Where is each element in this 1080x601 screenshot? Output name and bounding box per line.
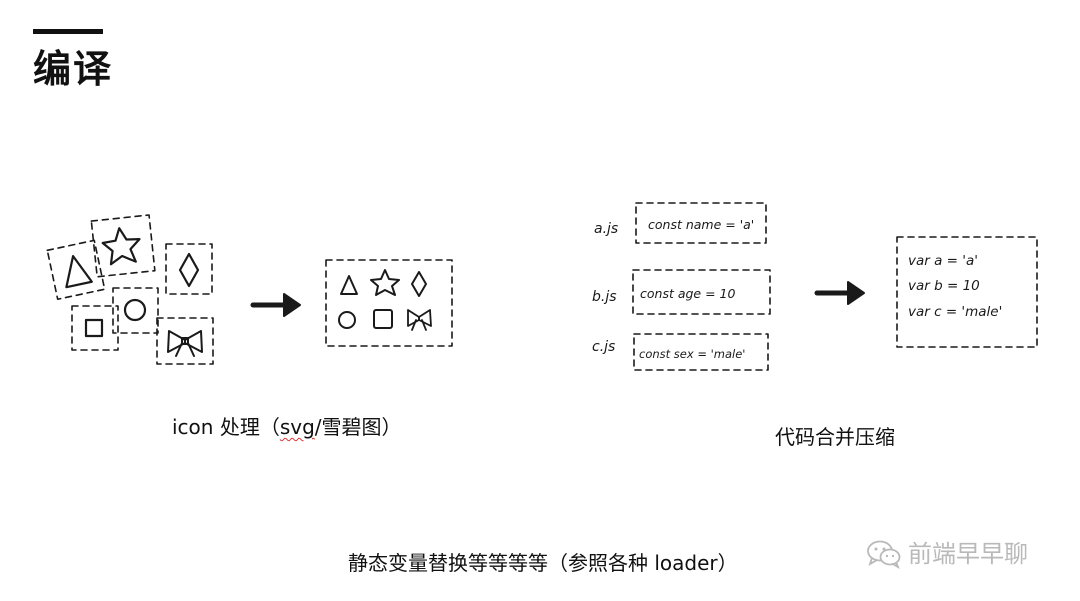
star-icon-box <box>90 214 156 278</box>
watermark-text: 前端早早聊 <box>908 540 1028 568</box>
star-icon <box>370 269 400 296</box>
bow-icon <box>167 330 203 357</box>
diamond-icon <box>178 252 200 288</box>
sprite-sheet <box>325 259 453 347</box>
source-files <box>632 202 771 371</box>
file-code-b: const age = 10 <box>640 286 735 301</box>
circle-icon <box>338 311 356 329</box>
bow-icon-box <box>156 317 214 365</box>
watermark: 前端早早聊 <box>866 539 1028 569</box>
caption-icon-prefix: icon 处理（ <box>172 415 280 439</box>
bow-icon <box>407 309 432 331</box>
diamond-icon <box>411 271 427 297</box>
diamond-icon-box <box>165 243 213 295</box>
square-icon-box <box>71 305 119 351</box>
merged-line-2: var b = 10 <box>908 278 980 294</box>
star-icon <box>101 227 141 266</box>
merged-line-1: var a = 'a' <box>908 253 978 269</box>
file-box-c <box>633 333 769 371</box>
file-box-b <box>632 269 771 315</box>
caption-icon-suffix: /雪碧图） <box>314 415 402 439</box>
slide-title: 编译 <box>33 47 114 91</box>
caption-icon-processing: icon 处理（svg/雪碧图） <box>172 417 402 437</box>
triangle-icon <box>65 254 93 289</box>
triangle-icon-box <box>46 239 106 301</box>
circle-icon-box <box>112 287 159 334</box>
arrow-right-icon <box>250 293 301 317</box>
caption-code-merge: 代码合并压缩 <box>775 425 895 449</box>
merged-bundle-box <box>896 236 1038 348</box>
triangle-icon <box>340 275 358 295</box>
file-name-a: a.js <box>594 221 618 237</box>
file-code-a: const name = 'a' <box>648 217 754 232</box>
file-code-c: const sex = 'male' <box>639 347 745 361</box>
square-icon <box>373 309 393 329</box>
file-name-b: b.js <box>592 289 617 305</box>
file-box-a <box>635 202 767 244</box>
square-icon <box>84 318 104 338</box>
merged-line-3: var c = 'male' <box>908 304 1002 320</box>
arrow-right-icon <box>814 281 865 305</box>
scattered-icons <box>46 214 214 365</box>
wechat-icon <box>867 540 901 569</box>
title-accent-bar <box>33 29 103 34</box>
caption-icon-svg: svg <box>279 415 315 439</box>
file-name-c: c.js <box>592 339 615 355</box>
circle-icon <box>123 298 147 322</box>
caption-static-replace: 静态变量替换等等等等（参照各种 loader） <box>348 551 738 575</box>
